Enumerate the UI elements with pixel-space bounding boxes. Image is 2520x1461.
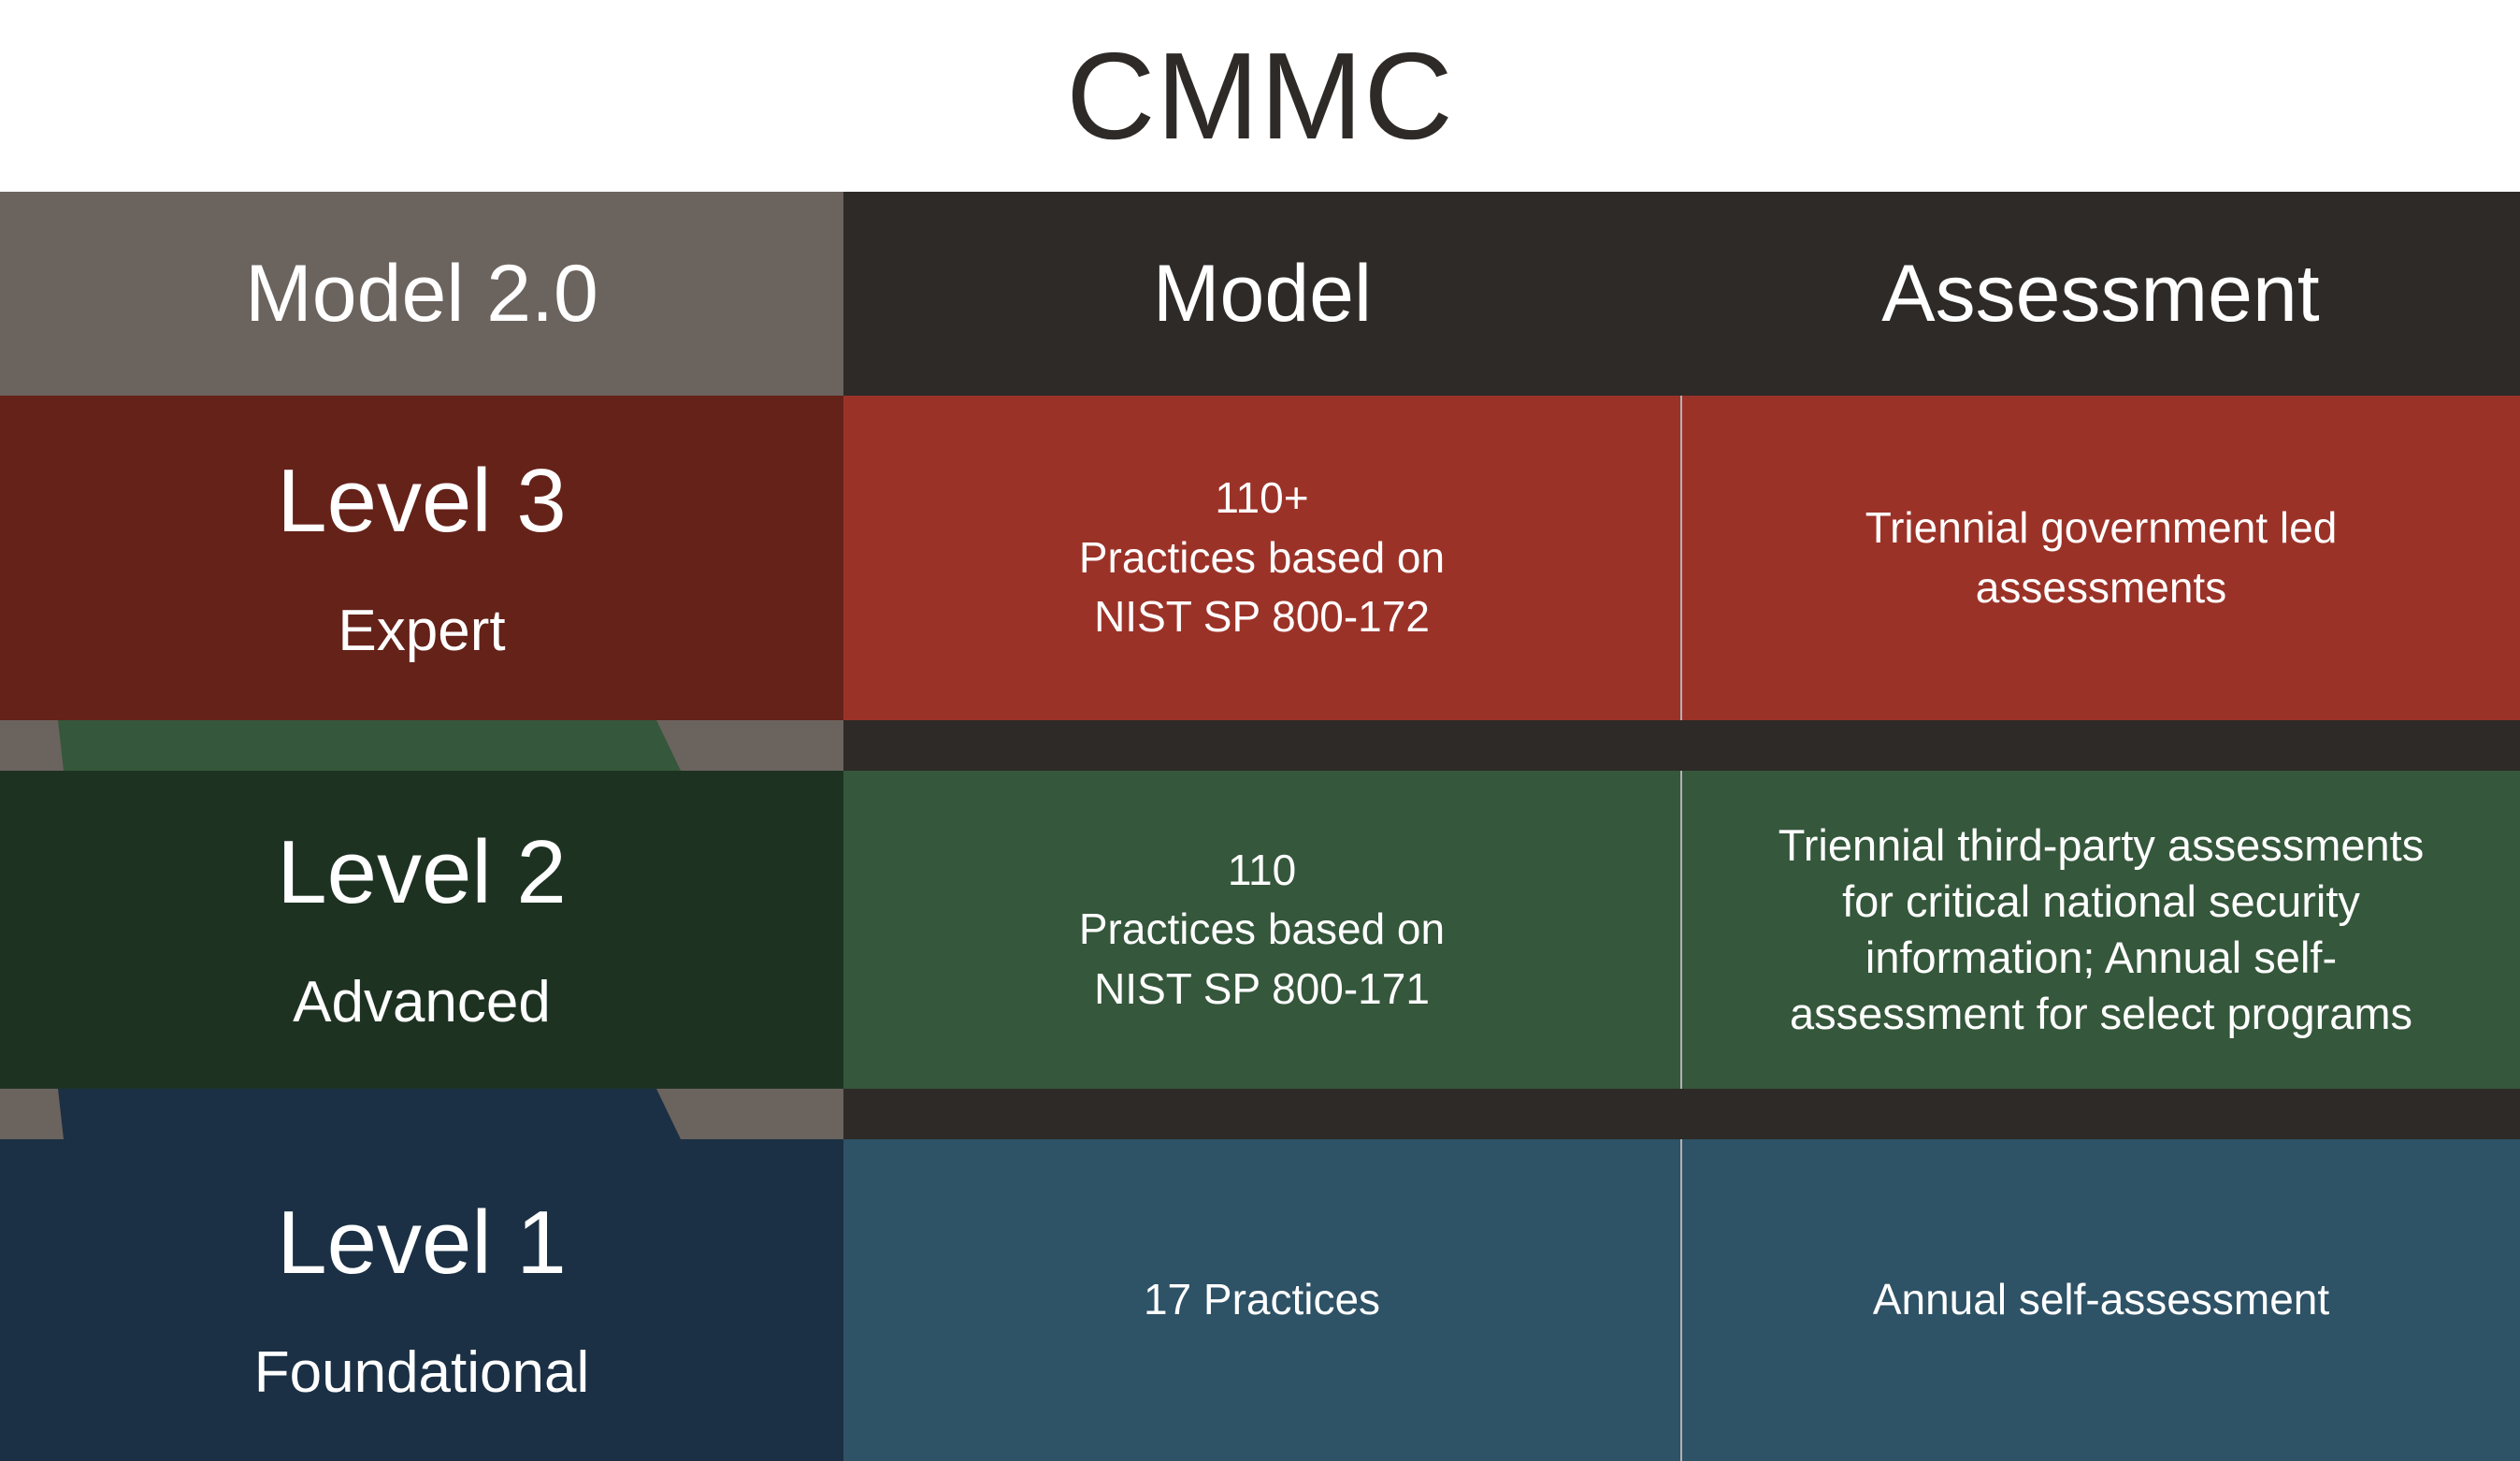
connector-background-left bbox=[0, 720, 843, 771]
level-descriptor-3: Expert bbox=[338, 598, 506, 663]
level-title-3: Level 3 bbox=[277, 450, 567, 551]
level-cell-name-2: Level 2 Advanced bbox=[0, 771, 843, 1089]
row-connector-3-to-2 bbox=[0, 720, 2520, 771]
level-cell-assessment-3: Triennial government led assessments bbox=[1682, 396, 2520, 720]
level-model-text-1: 17 Practices bbox=[1143, 1275, 1381, 1324]
table-header-row: Model 2.0 Model Assessment bbox=[0, 192, 2520, 396]
level-cell-assessment-1: Annual self-assessment bbox=[1682, 1139, 2520, 1461]
connector-background-right bbox=[843, 1089, 2520, 1139]
level-assessment-text-1: Annual self-assessment bbox=[1872, 1275, 2330, 1324]
level-cell-name-1: Level 1 Foundational bbox=[0, 1139, 843, 1461]
connector-trapezoid-blue-icon bbox=[58, 1089, 681, 1139]
level-cell-model-3: 110+ Practices based on NIST SP 800-172 bbox=[843, 396, 1680, 720]
column-divider bbox=[1680, 771, 1682, 1089]
header-cell-model-version: Model 2.0 bbox=[0, 192, 843, 396]
connector-trapezoid-green-icon bbox=[58, 720, 681, 771]
page-title: CMMC bbox=[1066, 26, 1454, 165]
diagram-title-bar: CMMC bbox=[0, 0, 2520, 192]
level-assessment-text-2: Triennial third-party assessments for cr… bbox=[1778, 819, 2425, 1039]
level-cell-model-2: 110 Practices based on NIST SP 800-171 bbox=[843, 771, 1680, 1089]
table-row: Level 3 Expert 110+ Practices based on N… bbox=[0, 396, 2520, 720]
header-label-assessment: Assessment bbox=[1881, 249, 2320, 339]
header-cell-model: Model bbox=[843, 192, 1681, 396]
level-descriptor-2: Advanced bbox=[293, 970, 551, 1034]
column-divider bbox=[1680, 1139, 1682, 1461]
level-cell-name-3: Level 3 Expert bbox=[0, 396, 843, 720]
table-row: Level 2 Advanced 110 Practices based on … bbox=[0, 771, 2520, 1089]
level-title-2: Level 2 bbox=[277, 822, 567, 922]
header-label-model-version: Model 2.0 bbox=[245, 249, 598, 339]
column-divider bbox=[1680, 396, 1682, 720]
level-model-text-3: 110+ Practices based on NIST SP 800-172 bbox=[1078, 473, 1446, 642]
header-cell-assessment: Assessment bbox=[1681, 192, 2520, 396]
level-cell-assessment-2: Triennial third-party assessments for cr… bbox=[1682, 771, 2520, 1089]
row-connector-2-to-1 bbox=[0, 1089, 2520, 1139]
level-cell-model-1: 17 Practices bbox=[843, 1139, 1680, 1461]
table-row: Level 1 Foundational 17 Practices Annual… bbox=[0, 1139, 2520, 1461]
level-model-text-2: 110 Practices based on NIST SP 800-171 bbox=[1078, 845, 1446, 1013]
level-title-1: Level 1 bbox=[277, 1193, 567, 1293]
level-descriptor-1: Foundational bbox=[253, 1340, 590, 1405]
connector-background-left bbox=[0, 1089, 843, 1139]
header-label-model: Model bbox=[1152, 249, 1373, 339]
level-assessment-text-3: Triennial government led assessments bbox=[1865, 503, 2338, 612]
connector-background-right bbox=[843, 720, 2520, 771]
